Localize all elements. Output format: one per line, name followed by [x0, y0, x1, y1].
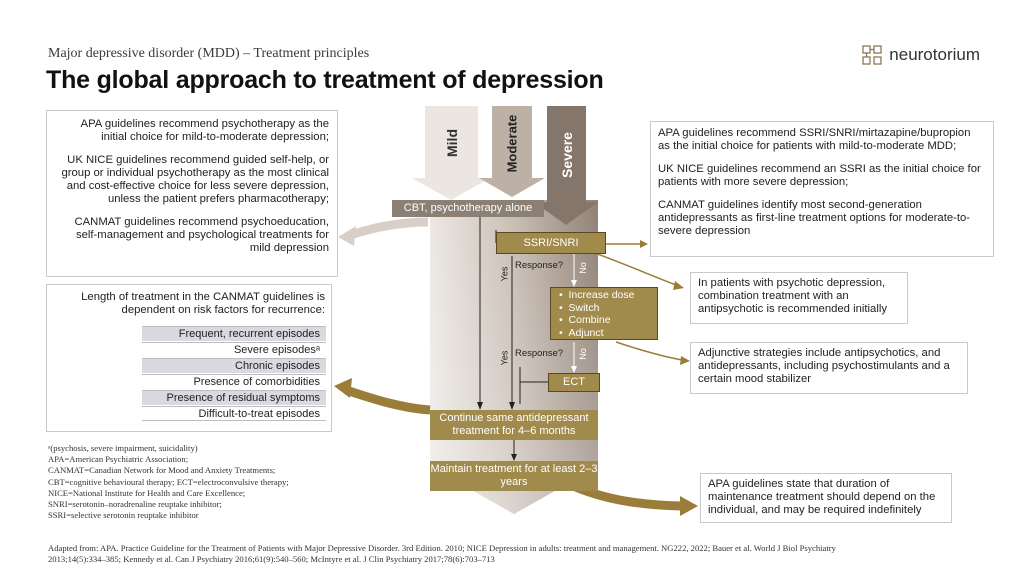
- risk-item: Severe episodesᵃ: [142, 342, 326, 357]
- arrow-to-risk-box: [344, 385, 431, 415]
- options-box: • Increase dose • Switch • Combine • Adj…: [550, 287, 658, 340]
- yes-label-1: Yes: [499, 266, 509, 282]
- no-label-2: No: [577, 348, 588, 360]
- neurotorium-logo: neurotorium: [861, 44, 980, 66]
- cbt-box: CBT, psychotherapy alone: [392, 200, 544, 217]
- response-label-1: Response?: [515, 260, 564, 271]
- adjunctive-strategies-box: Adjunctive strategies include antipsycho…: [690, 342, 968, 394]
- option-item: • Increase dose: [559, 289, 635, 301]
- arrow-to-psychotherapy-box: [346, 217, 429, 241]
- risk-item: Difficult-to-treat episodes: [142, 406, 326, 421]
- ect-box: ECT: [548, 373, 600, 392]
- apa-pharmacotherapy-text: APA guidelines recommend SSRI/SNRI/mirta…: [658, 127, 971, 152]
- adjunctive-strategies-text: Adjunctive strategies include antipsycho…: [698, 347, 950, 385]
- reference-citation: Adapted from: APA. Practice Guideline fo…: [48, 543, 836, 564]
- risk-item: Frequent, recurrent episodes: [142, 326, 326, 341]
- nice-pharmacotherapy-text: UK NICE guidelines recommend an SSRI as …: [658, 163, 981, 188]
- pharmacotherapy-guidelines-box: APA guidelines recommend SSRI/SNRI/mirta…: [650, 121, 994, 257]
- footnotes: ᵃ(psychosis, severe impairment, suicidal…: [48, 443, 289, 521]
- mild-label: Mild: [444, 129, 460, 157]
- continue-treatment-box: Continue same antidepressant treatment f…: [430, 410, 598, 440]
- severe-label: Severe: [559, 132, 575, 178]
- mild-arrow: [412, 106, 490, 200]
- footnote-line: SNRI=serotonin–noradrenaline reuptake in…: [48, 499, 222, 510]
- risk-item: Chronic episodes: [142, 358, 326, 373]
- risk-heading: Length of treatment in the CANMAT guidel…: [81, 291, 325, 316]
- no-label-1: No: [577, 262, 588, 274]
- footnote-line: CBT=cognitive behavioural therapy; ECT=e…: [48, 476, 289, 487]
- severe-label-wrap: Severe: [553, 108, 581, 202]
- option-item: • Adjunct: [559, 326, 604, 339]
- page-title: The global approach to treatment of depr…: [46, 66, 604, 94]
- yes-label-2-wrap: Yes: [498, 348, 510, 368]
- response-label-2: Response?: [515, 348, 564, 359]
- ssri-snri-box: SSRI/SNRI: [496, 232, 606, 254]
- option-item: • Combine: [559, 314, 611, 326]
- psychotic-depression-box: In patients with psychotic depression, c…: [690, 272, 908, 324]
- footnote-line: SSRI=selective serotonin reuptake inhibi…: [48, 510, 199, 521]
- maintenance-duration-box: APA guidelines state that duration of ma…: [700, 473, 952, 523]
- section-subtitle: Major depressive disorder (MDD) – Treatm…: [48, 46, 370, 61]
- moderate-arrow: [479, 106, 545, 197]
- moderate-label-wrap: Moderate: [498, 108, 526, 178]
- no-label-1-wrap: No: [577, 258, 589, 278]
- footnote-line: APA=American Psychiatric Association;: [48, 454, 189, 465]
- risk-item: Presence of residual symptoms: [142, 390, 326, 405]
- apa-psychotherapy-text: APA guidelines recommend psychotherapy a…: [80, 118, 329, 143]
- maintenance-duration-text: APA guidelines state that duration of ma…: [708, 478, 936, 516]
- moderate-label: Moderate: [504, 114, 520, 172]
- yes-label-2: Yes: [499, 350, 509, 366]
- nice-psychotherapy-text: UK NICE guidelines recommend guided self…: [61, 154, 329, 205]
- psychotherapy-guidelines-box: APA guidelines recommend psychotherapy a…: [46, 110, 338, 277]
- yes-label-1-wrap: Yes: [498, 264, 510, 284]
- risk-item: Presence of comorbidities: [142, 374, 326, 389]
- footnote-line: NICE=National Institute for Health and C…: [48, 487, 246, 498]
- mild-label-wrap: Mild: [437, 108, 467, 178]
- psychotic-depression-text: In patients with psychotic depression, c…: [698, 277, 887, 315]
- neurotorium-logo-icon: [862, 45, 882, 65]
- maintain-treatment-box: Maintain treatment for at least 2–3 year…: [430, 461, 598, 491]
- no-label-2-wrap: No: [577, 344, 589, 364]
- footnote-line: CANMAT=Canadian Network for Mood and Anx…: [48, 465, 276, 476]
- severe-arrow: [534, 106, 598, 225]
- footnote-line: ᵃ(psychosis, severe impairment, suicidal…: [48, 443, 198, 453]
- option-item: • Switch: [559, 301, 600, 314]
- logo-text: neurotorium: [889, 45, 980, 64]
- canmat-pharmacotherapy-text: CANMAT guidelines identify most second-g…: [658, 199, 971, 237]
- canmat-psychotherapy-text: CANMAT guidelines recommend psychoeducat…: [74, 216, 329, 254]
